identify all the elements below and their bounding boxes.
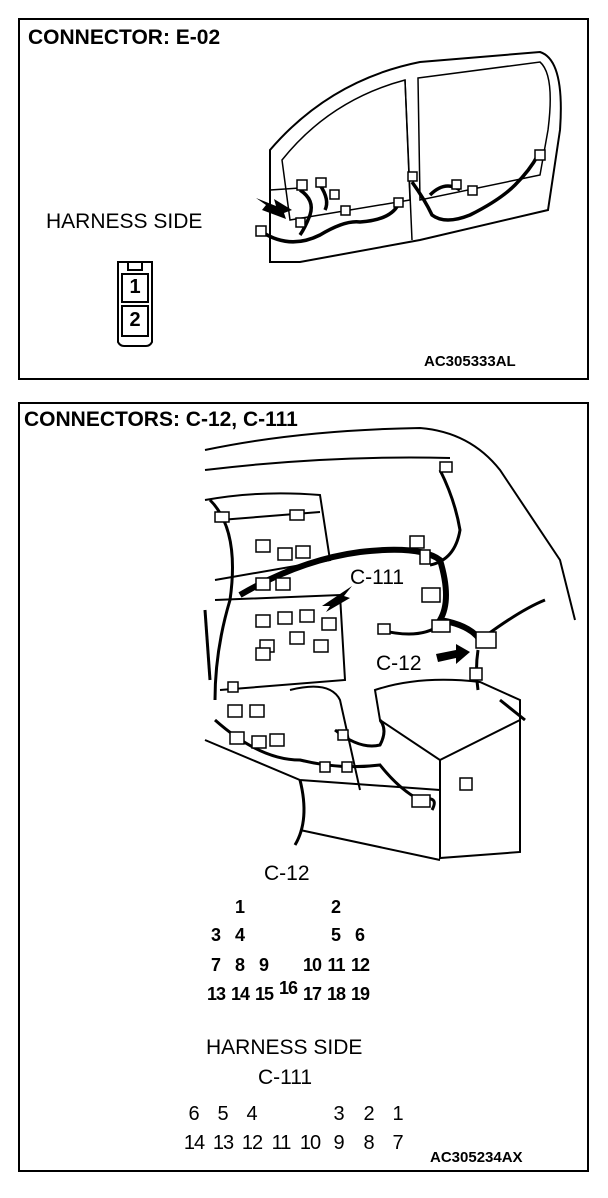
c111-pin: 4 — [246, 1103, 258, 1125]
c111-connector-label: C-111 — [258, 1066, 313, 1089]
panel1-harness-side-label: HARNESS SIDE — [46, 210, 203, 233]
c111-pin: 3 — [333, 1103, 345, 1125]
instrument-panel-harness-illustration — [203, 426, 576, 861]
panel2-harness-side-label: HARNESS SIDE — [206, 1036, 363, 1059]
c111-pin: 7 — [392, 1132, 404, 1154]
e02-pin-1: 1 — [129, 276, 141, 298]
c12-pin: 18 — [326, 984, 346, 1004]
c12-pin: 10 — [302, 955, 322, 975]
c12-pin: 19 — [350, 984, 370, 1004]
connector-e02-panel — [18, 18, 589, 380]
panel1-figure-code: AC305333AL — [424, 353, 516, 370]
c12-pin: 11 — [327, 955, 345, 975]
c12-pin: 6 — [354, 925, 365, 945]
c111-pin: 2 — [363, 1103, 375, 1125]
callout-c12: C-12 — [376, 652, 422, 675]
connectors-c12-c111-panel — [18, 402, 589, 1172]
panel1-title: CONNECTOR: E-02 — [28, 26, 221, 49]
c12-pin: 14 — [230, 984, 250, 1004]
c111-pin: 12 — [241, 1132, 263, 1154]
panel2-figure-code: AC305234AX — [430, 1149, 523, 1166]
c111-pin: 11 — [271, 1132, 292, 1154]
c12-pin: 7 — [210, 955, 221, 975]
c111-pin: 14 — [183, 1132, 205, 1154]
callout-c111: C-111 — [350, 566, 405, 589]
c111-pin: 13 — [212, 1132, 234, 1154]
c111-pin: 10 — [299, 1132, 321, 1154]
c12-pin: 4 — [234, 925, 245, 945]
c12-pin: 3 — [210, 925, 221, 945]
c12-pin: 13 — [206, 984, 226, 1004]
c111-pin: 9 — [333, 1132, 345, 1154]
c111-pin: 6 — [188, 1103, 200, 1125]
c111-pin: 8 — [363, 1132, 375, 1154]
c111-pin: 1 — [392, 1103, 404, 1125]
c12-pin: 9 — [258, 955, 269, 975]
c12-pin: 1 — [234, 897, 245, 917]
c12-pin: 12 — [350, 955, 370, 975]
door-harness-illustration — [117, 50, 562, 347]
e02-pin-2: 2 — [129, 309, 141, 331]
c12-pin: 16 — [278, 978, 298, 998]
c12-pin: 8 — [234, 955, 245, 975]
c12-connector-label: C-12 — [264, 862, 310, 885]
c12-pin: 2 — [330, 897, 341, 917]
c12-pin: 17 — [302, 984, 322, 1004]
c111-pin: 5 — [217, 1103, 229, 1125]
c12-pin: 15 — [254, 984, 274, 1004]
c12-pin: 5 — [330, 925, 341, 945]
panel2-title: CONNECTORS: C-12, C-111 — [24, 408, 298, 431]
